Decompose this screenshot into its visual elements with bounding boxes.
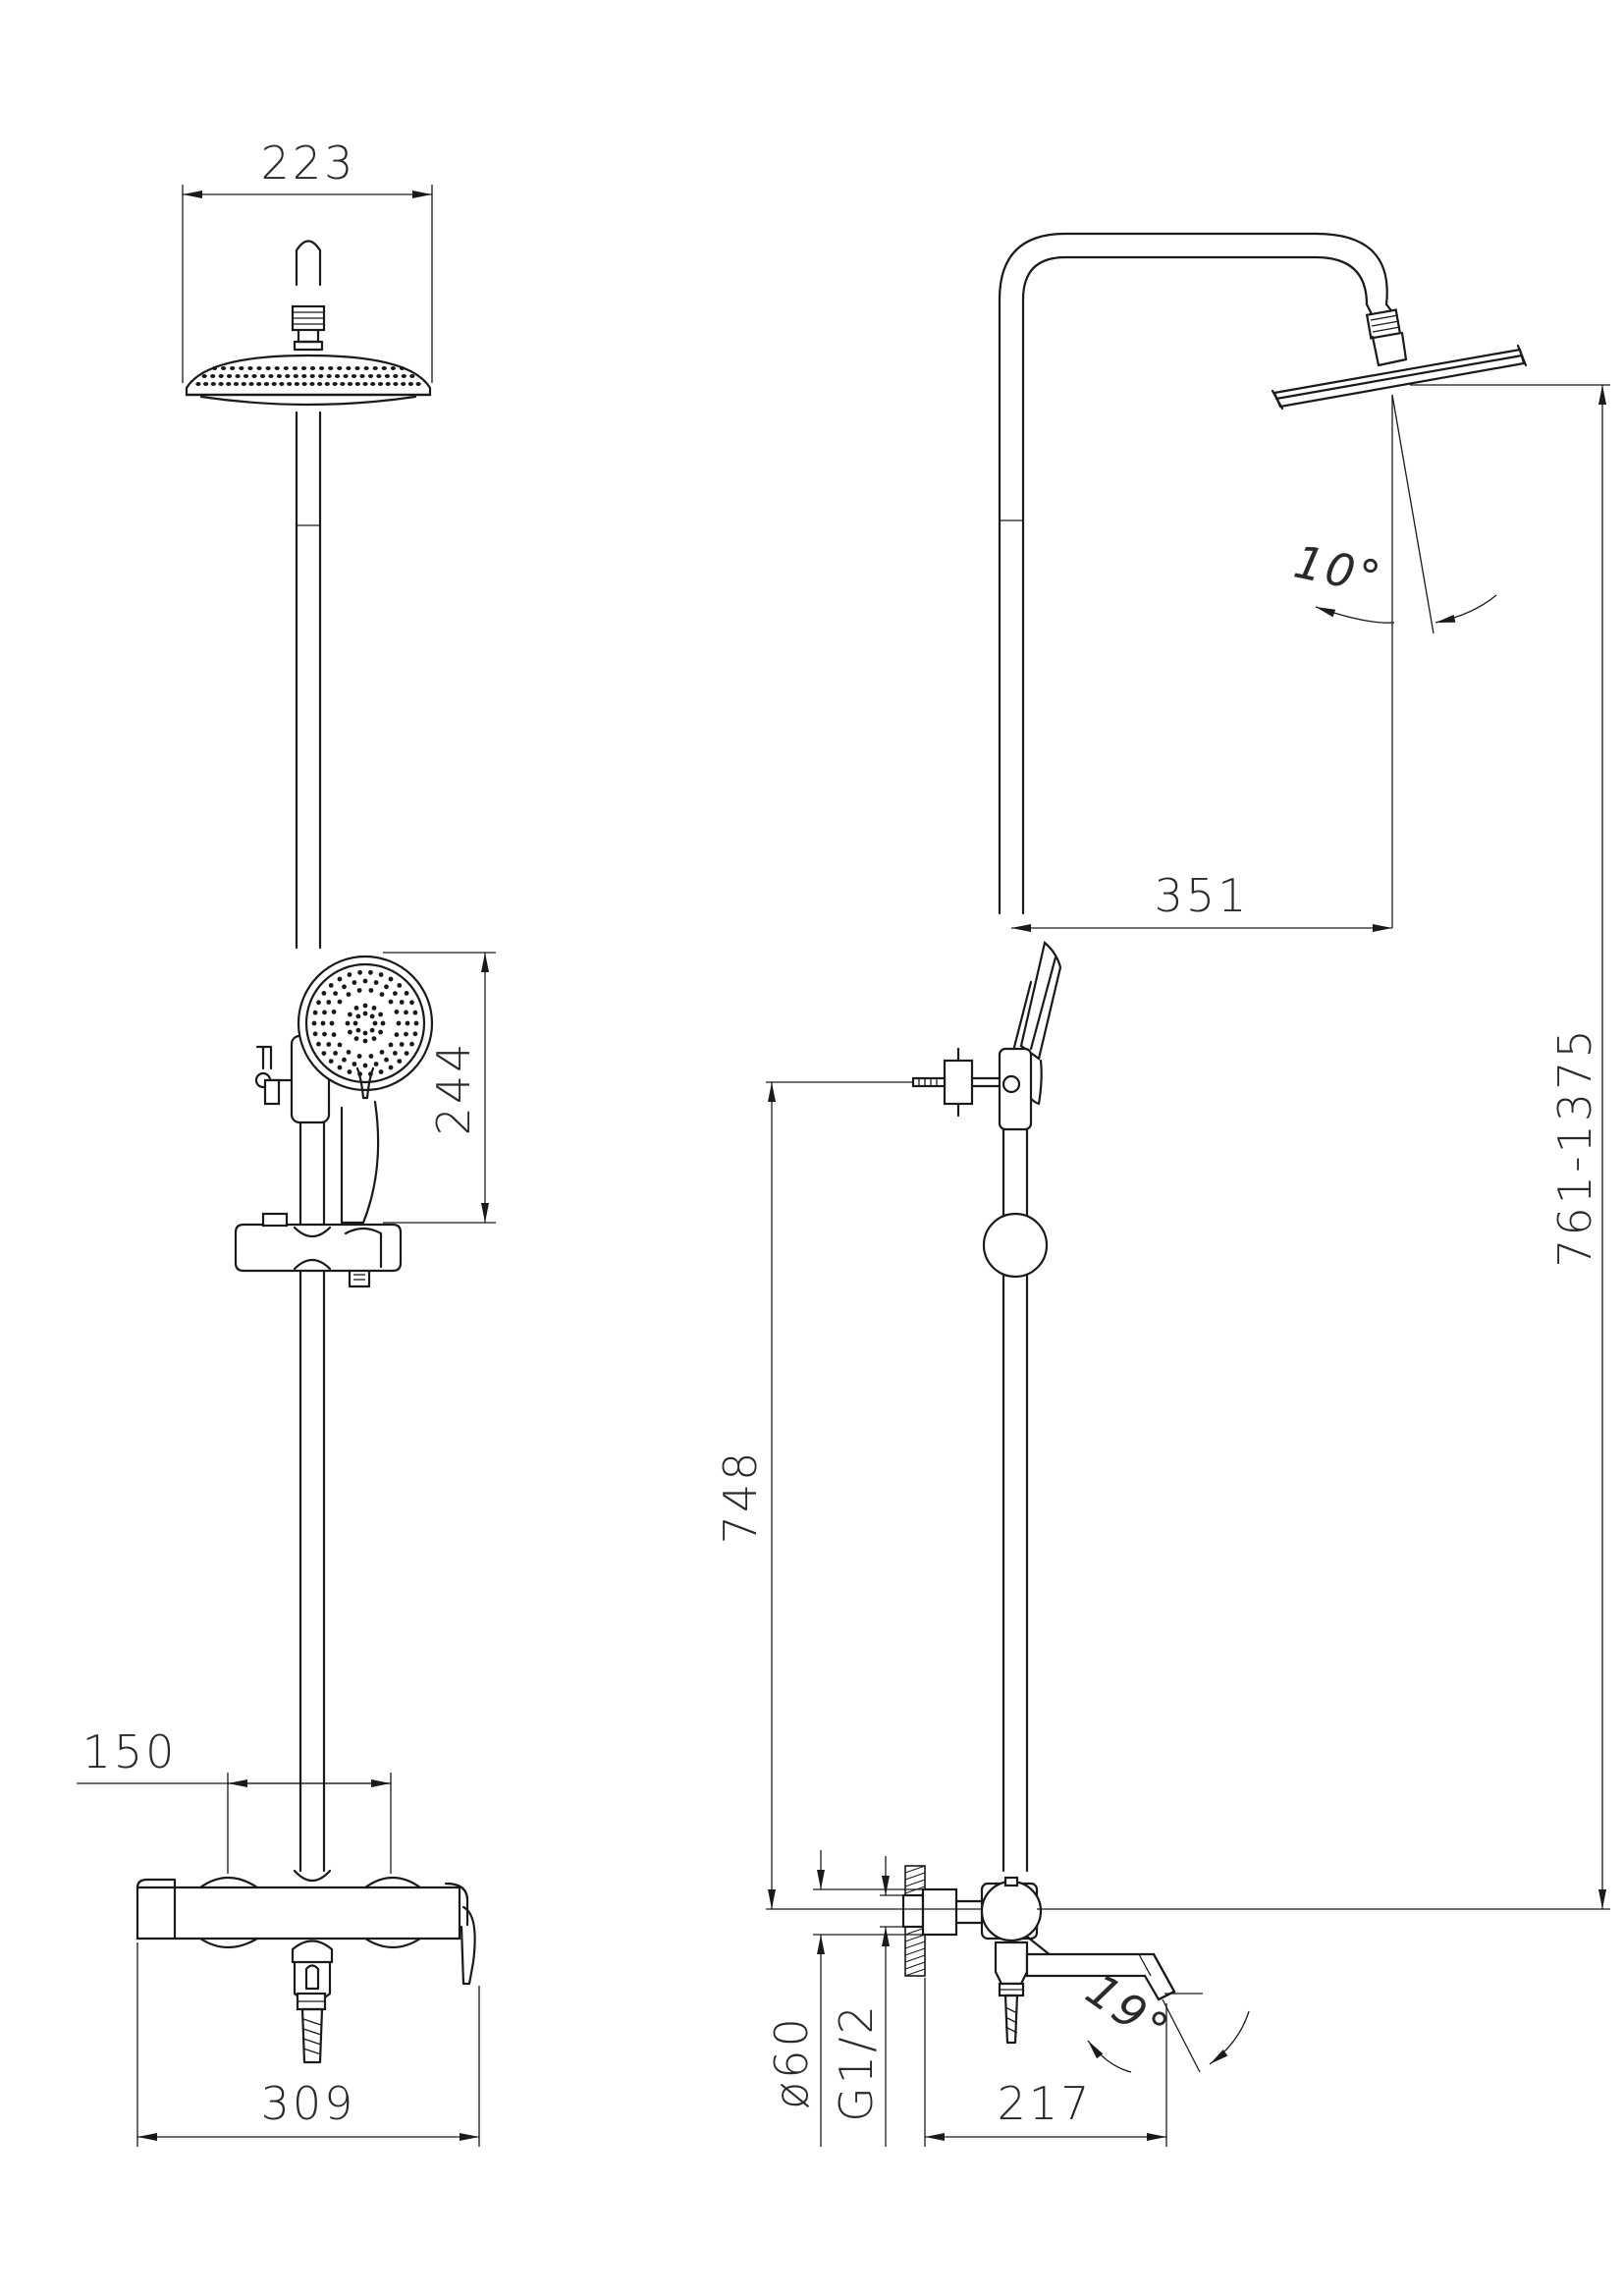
dim-748: 748 bbox=[714, 1081, 982, 1910]
side-hand-shower bbox=[911, 941, 1062, 1131]
dim-150: 150 bbox=[77, 1725, 392, 1874]
dim-309-label: 309 bbox=[261, 2077, 356, 2130]
side-view: 10° 351 761-1375 748 ø60 bbox=[714, 232, 1610, 2147]
nozzle-pattern bbox=[195, 366, 421, 386]
dim-761-1375: 761-1375 bbox=[1037, 384, 1610, 1910]
dim-351: 351 bbox=[1011, 869, 1392, 932]
dim-thread-label: G1/2 bbox=[830, 2002, 883, 2122]
dim-223-label: 223 bbox=[261, 137, 356, 190]
dim-10-label: 10° bbox=[1289, 535, 1387, 606]
riser-rail bbox=[293, 410, 332, 1883]
dim-10deg: 10° bbox=[1289, 394, 1497, 928]
hand-shower bbox=[297, 955, 434, 1225]
dim-217-label: 217 bbox=[998, 2077, 1093, 2130]
dim-flange-label: ø60 bbox=[765, 2015, 818, 2109]
front-view: 223 244 150 309 bbox=[77, 137, 496, 2147]
dim-150-label: 150 bbox=[82, 1725, 178, 1778]
dim-761-1375-label: 761-1375 bbox=[1548, 1026, 1601, 1267]
dim-223: 223 bbox=[182, 137, 433, 383]
riser-arm bbox=[998, 232, 1388, 1873]
hand-nozzle-pattern bbox=[311, 969, 419, 1077]
side-mixer bbox=[901, 1865, 1176, 2045]
dim-351-label: 351 bbox=[1155, 869, 1250, 922]
dim-flange: ø60 bbox=[765, 1850, 923, 2147]
side-shower-head bbox=[1271, 302, 1528, 410]
dim-217: 217 bbox=[924, 1978, 1167, 2147]
dim-748-label: 748 bbox=[714, 1449, 767, 1545]
side-slide-clamp bbox=[982, 1212, 1049, 1279]
overhead-shower-head bbox=[185, 240, 432, 407]
slide-clamp bbox=[234, 1212, 403, 1288]
dim-thread: G1/2 bbox=[830, 1856, 923, 2147]
dim-244-label: 244 bbox=[427, 1041, 480, 1136]
dim-309: 309 bbox=[136, 1942, 480, 2147]
mixer-body bbox=[135, 1877, 476, 2064]
dim-244: 244 bbox=[383, 952, 496, 1224]
